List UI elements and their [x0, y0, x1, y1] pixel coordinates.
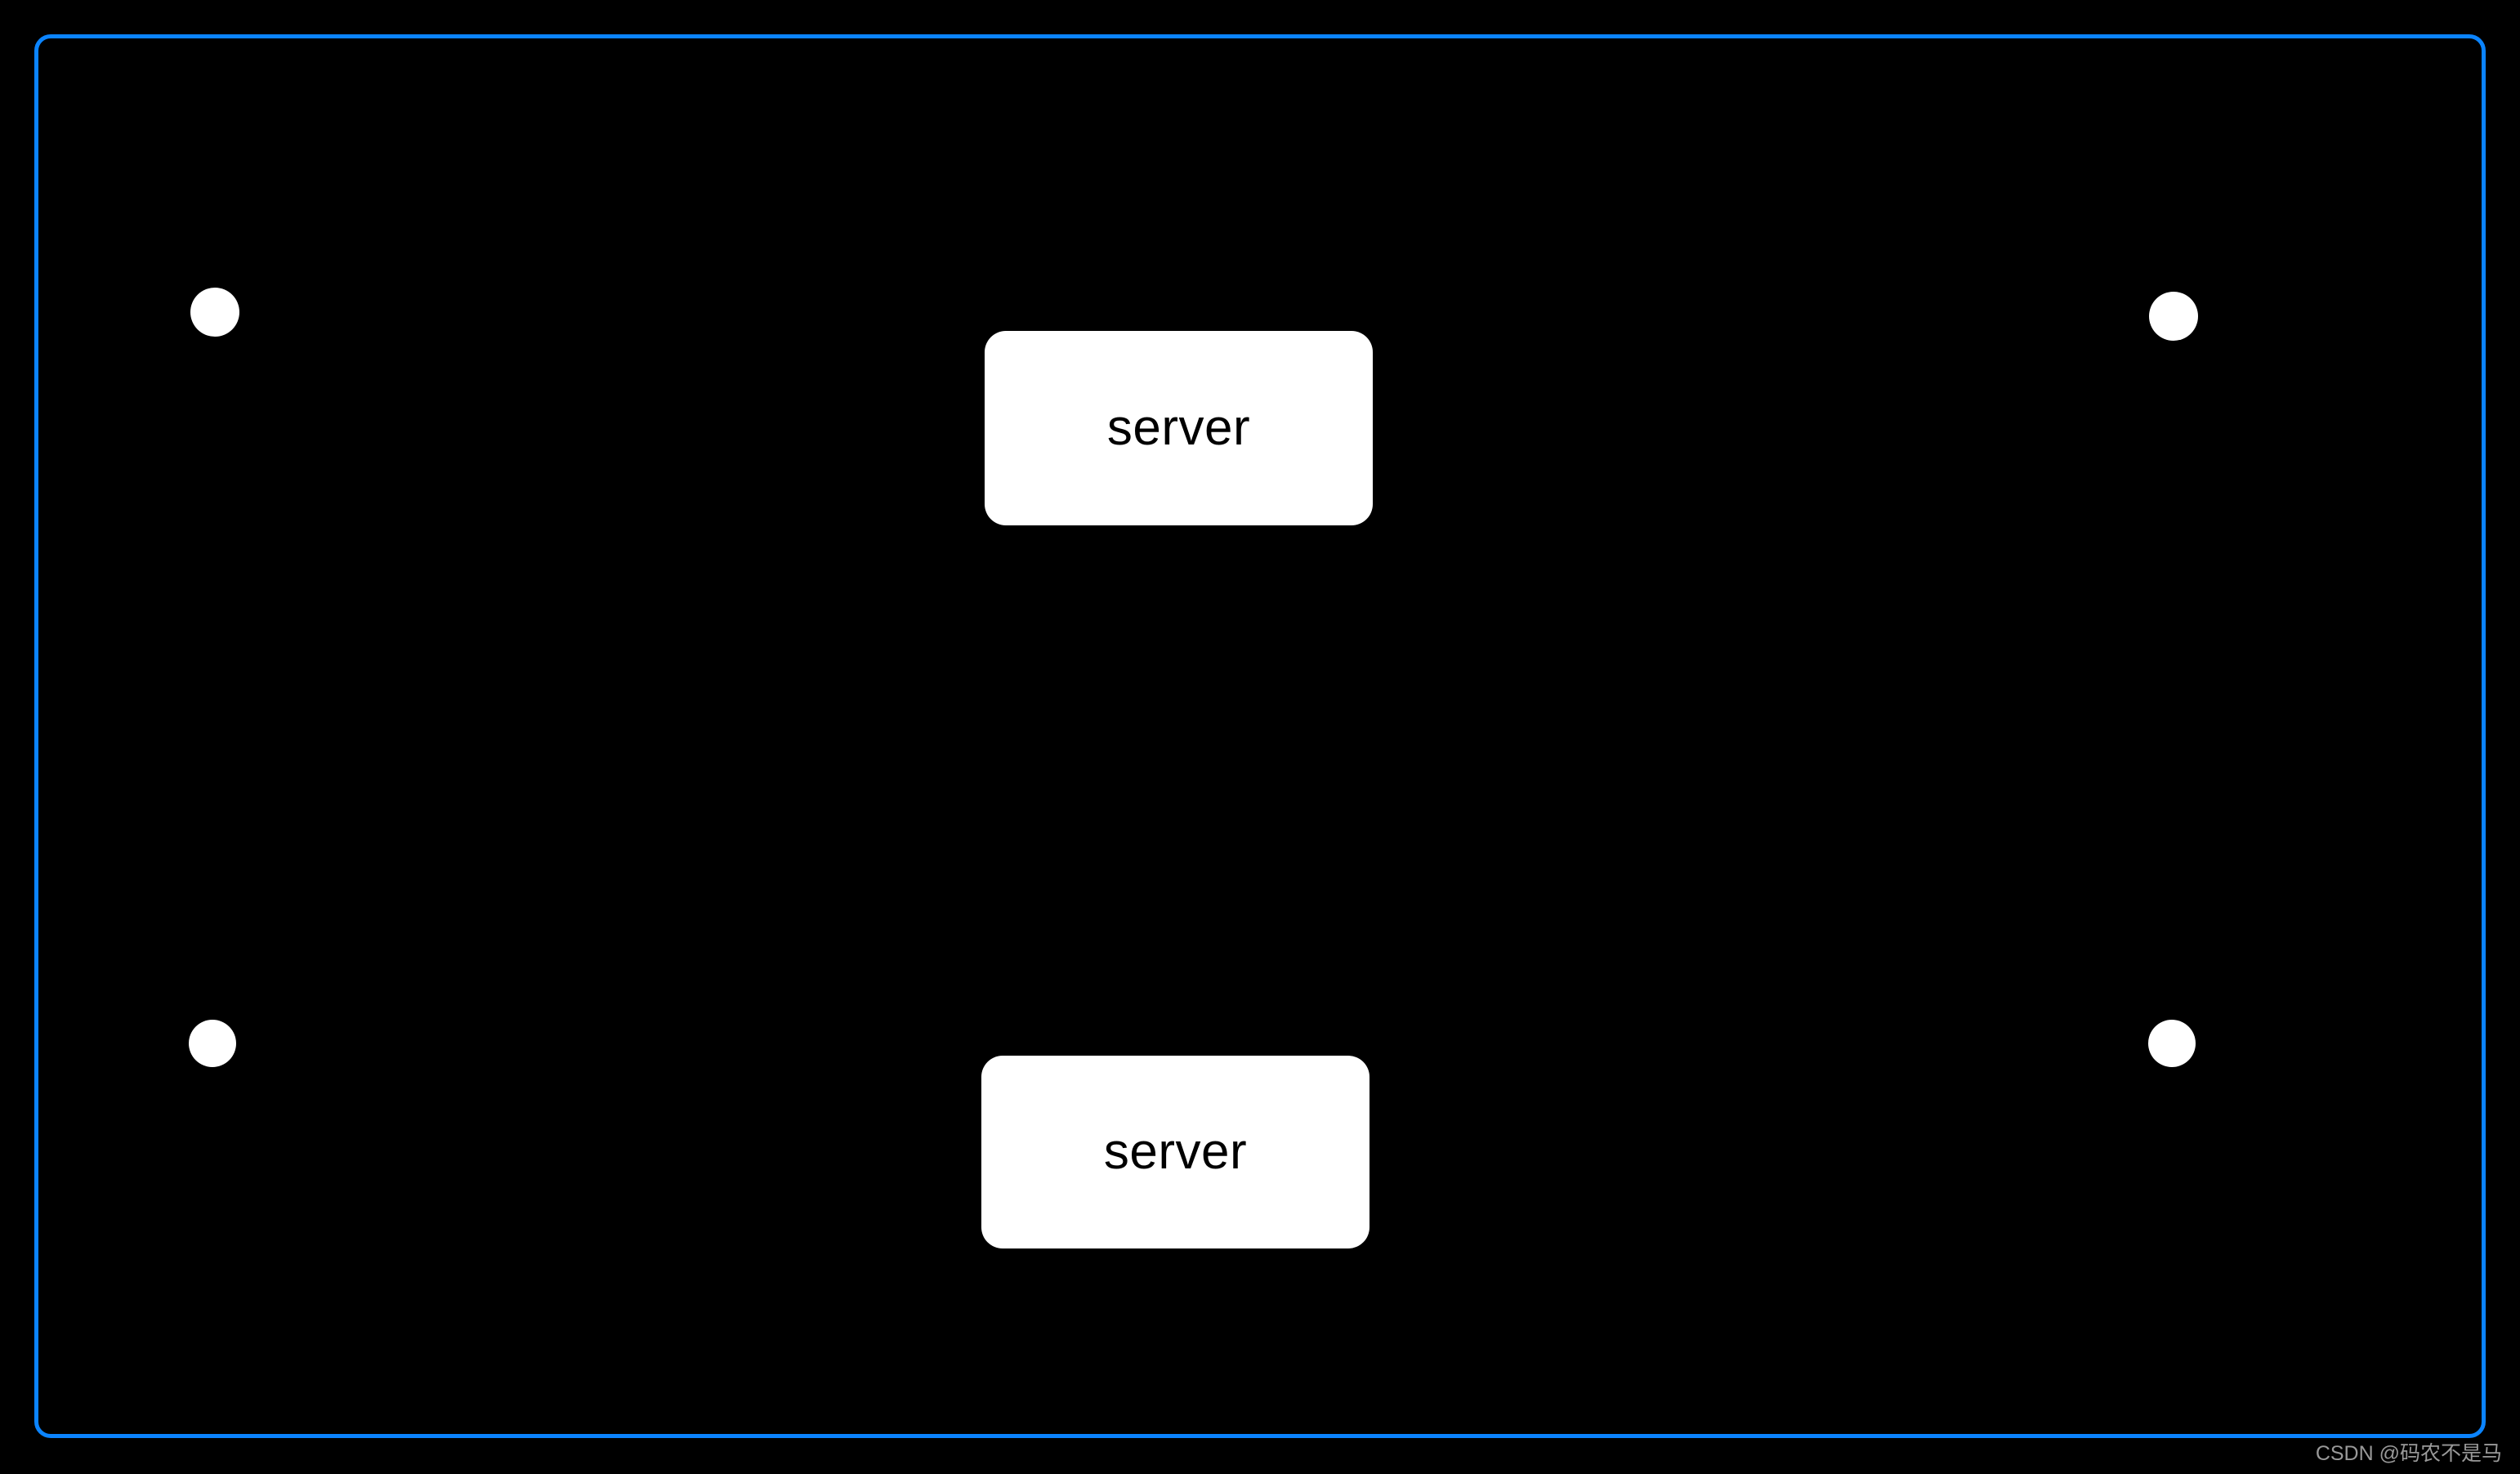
connector-dot-top-right[interactable]	[2149, 292, 2198, 341]
connector-dot-bottom-left[interactable]	[189, 1020, 236, 1067]
connector-dot-top-left[interactable]	[190, 288, 239, 337]
server-node-bottom-label: server	[1103, 1123, 1248, 1180]
diagram-outer-frame	[34, 34, 2486, 1438]
server-node-bottom[interactable]: server	[981, 1056, 1369, 1248]
watermark-text: CSDN @码农不是马	[2315, 1442, 2502, 1465]
connector-dot-bottom-right[interactable]	[2148, 1020, 2196, 1067]
server-node-top[interactable]: server	[985, 331, 1373, 525]
server-node-top-label: server	[1106, 400, 1251, 456]
